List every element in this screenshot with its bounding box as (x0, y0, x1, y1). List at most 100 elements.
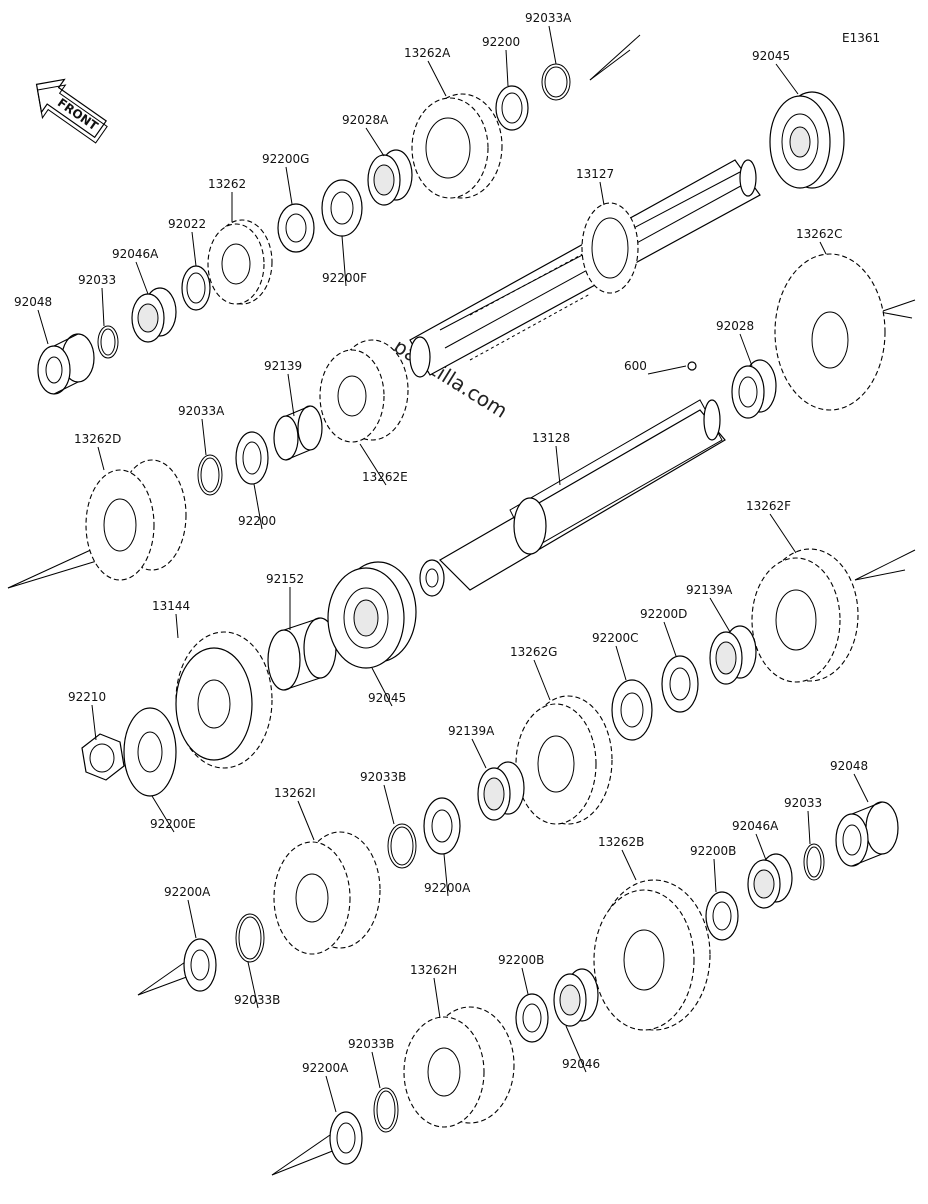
part-number-label[interactable]: 92210 (68, 690, 106, 704)
collar-92048-upper (37, 333, 95, 395)
gear-13127 (581, 202, 639, 294)
callout-leader-line (359, 443, 387, 486)
washer-92200B-right (705, 891, 739, 941)
part-number-label[interactable]: 92200B (690, 844, 736, 858)
callout-leader-line (521, 967, 529, 995)
part-number-label[interactable]: 13262D (74, 432, 121, 446)
callout-leader-line (471, 738, 487, 769)
part-number-label[interactable]: 92200A (302, 1061, 349, 1075)
part-number-label[interactable]: 92200B (498, 953, 544, 967)
callout-leader-line (739, 333, 753, 367)
callout-leader-line (187, 899, 197, 939)
part-number-label[interactable]: 92046A (112, 247, 159, 261)
ball-600 (687, 361, 697, 371)
part-number-label[interactable]: 92022 (168, 217, 206, 231)
part-number-label[interactable]: 92200 (238, 514, 276, 528)
callout-leader-line (371, 1051, 381, 1089)
callout-leader-line (555, 445, 561, 486)
bearing-92046A-lower (747, 853, 793, 909)
part-number-label[interactable]: 13128 (532, 431, 570, 445)
callout-leader-line (371, 667, 393, 707)
diagram-code: E1361 (842, 31, 880, 45)
washer-92200E (123, 707, 177, 797)
washer-92200A-bottom (329, 1111, 363, 1165)
part-number-label[interactable]: 92139A (448, 724, 495, 738)
part-number-label[interactable]: 13262I (274, 786, 316, 800)
gear-13262I (273, 831, 381, 955)
callout-leader-line (201, 418, 207, 456)
part-number-label[interactable]: 92048 (830, 759, 868, 773)
part-number-label[interactable]: 92048 (14, 295, 52, 309)
callout-leader-line (433, 977, 441, 1019)
part-number-label[interactable]: 92033 (784, 796, 822, 810)
part-number-label[interactable]: 92200G (262, 152, 309, 166)
gear-13262G (515, 695, 613, 825)
part-number-label[interactable]: 92200A (424, 881, 471, 895)
part-number-label[interactable]: 92028 (716, 319, 754, 333)
part-number-label[interactable]: 92139A (686, 583, 733, 597)
part-number-label[interactable]: 92152 (266, 572, 304, 586)
part-number-label[interactable]: 13144 (152, 599, 190, 613)
part-number-label[interactable]: 13262H (410, 963, 457, 977)
part-number-label[interactable]: 13262 (208, 177, 246, 191)
part-number-label[interactable]: 92028A (342, 113, 389, 127)
washer-92200B-mid (515, 993, 549, 1043)
sprocket-13144 (175, 631, 273, 769)
part-number-label[interactable]: 92200D (640, 607, 687, 621)
part-number-label[interactable]: 92033B (234, 993, 280, 1007)
part-number-label[interactable]: 13262B (598, 835, 644, 849)
callout-leader-line (287, 373, 295, 417)
part-number-label[interactable]: 92033 (78, 273, 116, 287)
callout-leader-line (285, 166, 293, 205)
callout-leader-line (443, 853, 449, 897)
part-number-label[interactable]: 92033B (348, 1037, 394, 1051)
bearing-92139A-upper (709, 625, 757, 685)
part-number-label[interactable]: 13127 (576, 167, 614, 181)
collar-92152 (267, 617, 337, 691)
part-number-label[interactable]: 13262G (510, 645, 557, 659)
part-number-label[interactable]: 13262E (362, 470, 408, 484)
bearing-92028A (367, 149, 413, 206)
callout-leader-line (297, 800, 315, 841)
callout-leader-line (599, 181, 605, 206)
circlip-92033A-mid (197, 454, 223, 496)
washer-92200F (321, 179, 363, 237)
callout-leader-line (769, 513, 797, 554)
callout-leader-line (755, 833, 767, 861)
callout-leader-line (427, 60, 447, 97)
part-number-label[interactable]: 92033A (525, 11, 572, 25)
callout-leader-line (853, 773, 869, 803)
bearing-92045-upper (769, 91, 845, 189)
part-number-label[interactable]: 13262A (404, 46, 451, 60)
gear-13262 (207, 219, 273, 305)
part-number-label[interactable]: 92045 (368, 691, 406, 705)
part-number-label[interactable]: 92200C (592, 631, 639, 645)
bearing-92046 (553, 968, 599, 1027)
bearing-92139A-lower (477, 761, 525, 821)
callout-leader-line (253, 483, 263, 530)
callout-leader-line (663, 621, 677, 657)
part-number-label[interactable]: 600 (624, 359, 647, 373)
part-number-label[interactable]: 92200 (482, 35, 520, 49)
part-number-label[interactable]: 92045 (752, 49, 790, 63)
callout-leader-line (505, 49, 509, 87)
part-number-label[interactable]: 92139 (264, 359, 302, 373)
circlip-92033A-upper (541, 63, 571, 101)
part-number-label[interactable]: 92046 (562, 1057, 600, 1071)
part-number-label[interactable]: 92046A (732, 819, 779, 833)
gear-13262H (403, 1006, 515, 1128)
part-number-label[interactable]: 92200E (150, 817, 196, 831)
part-number-label[interactable]: 13262C (796, 227, 843, 241)
part-number-label[interactable]: 92200F (322, 271, 367, 285)
gear-13262D (85, 459, 187, 581)
bushing-92139 (273, 405, 323, 461)
part-number-label[interactable]: 92200A (164, 885, 211, 899)
washer-92200-upper (495, 85, 529, 131)
gear-13262C (774, 253, 886, 411)
part-number-label[interactable]: 92033A (178, 404, 225, 418)
part-number-label[interactable]: 13262F (746, 499, 791, 513)
part-number-label[interactable]: 92033B (360, 770, 406, 784)
callout-leader-line (775, 63, 799, 95)
